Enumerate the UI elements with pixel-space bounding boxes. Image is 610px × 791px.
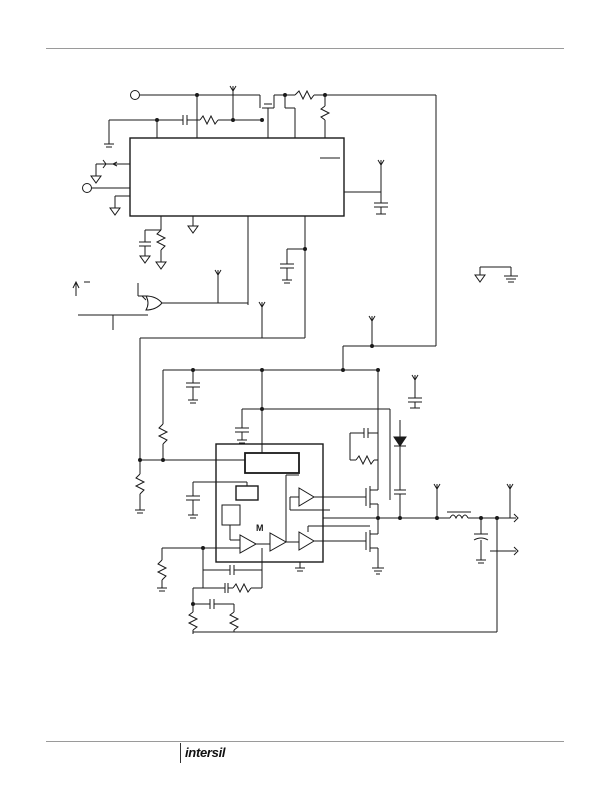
brand-logo: intersil <box>185 745 226 760</box>
ic-bottom-pins <box>139 216 307 338</box>
ic-left-pins <box>82 159 130 216</box>
bootstrap-network <box>349 420 407 518</box>
interconnect-mid <box>139 301 436 460</box>
ic-right-supply <box>344 159 388 215</box>
compensation-network-top <box>104 114 264 148</box>
footer-separator <box>180 743 181 763</box>
logic-gate-input <box>72 269 248 330</box>
ground-symbol-legend <box>474 266 518 283</box>
output-mosfets <box>323 483 450 575</box>
driver-ic <box>206 443 370 572</box>
feedback-divider <box>187 588 497 634</box>
header-rule <box>46 48 564 49</box>
controller-ic <box>129 137 345 217</box>
input-rail <box>130 85 437 346</box>
footer-rule <box>46 741 564 742</box>
output-filter <box>447 483 519 632</box>
sawtooth-mark: M <box>256 523 264 533</box>
driver-supply-bus <box>157 368 422 500</box>
lower-left-network <box>134 458 263 594</box>
